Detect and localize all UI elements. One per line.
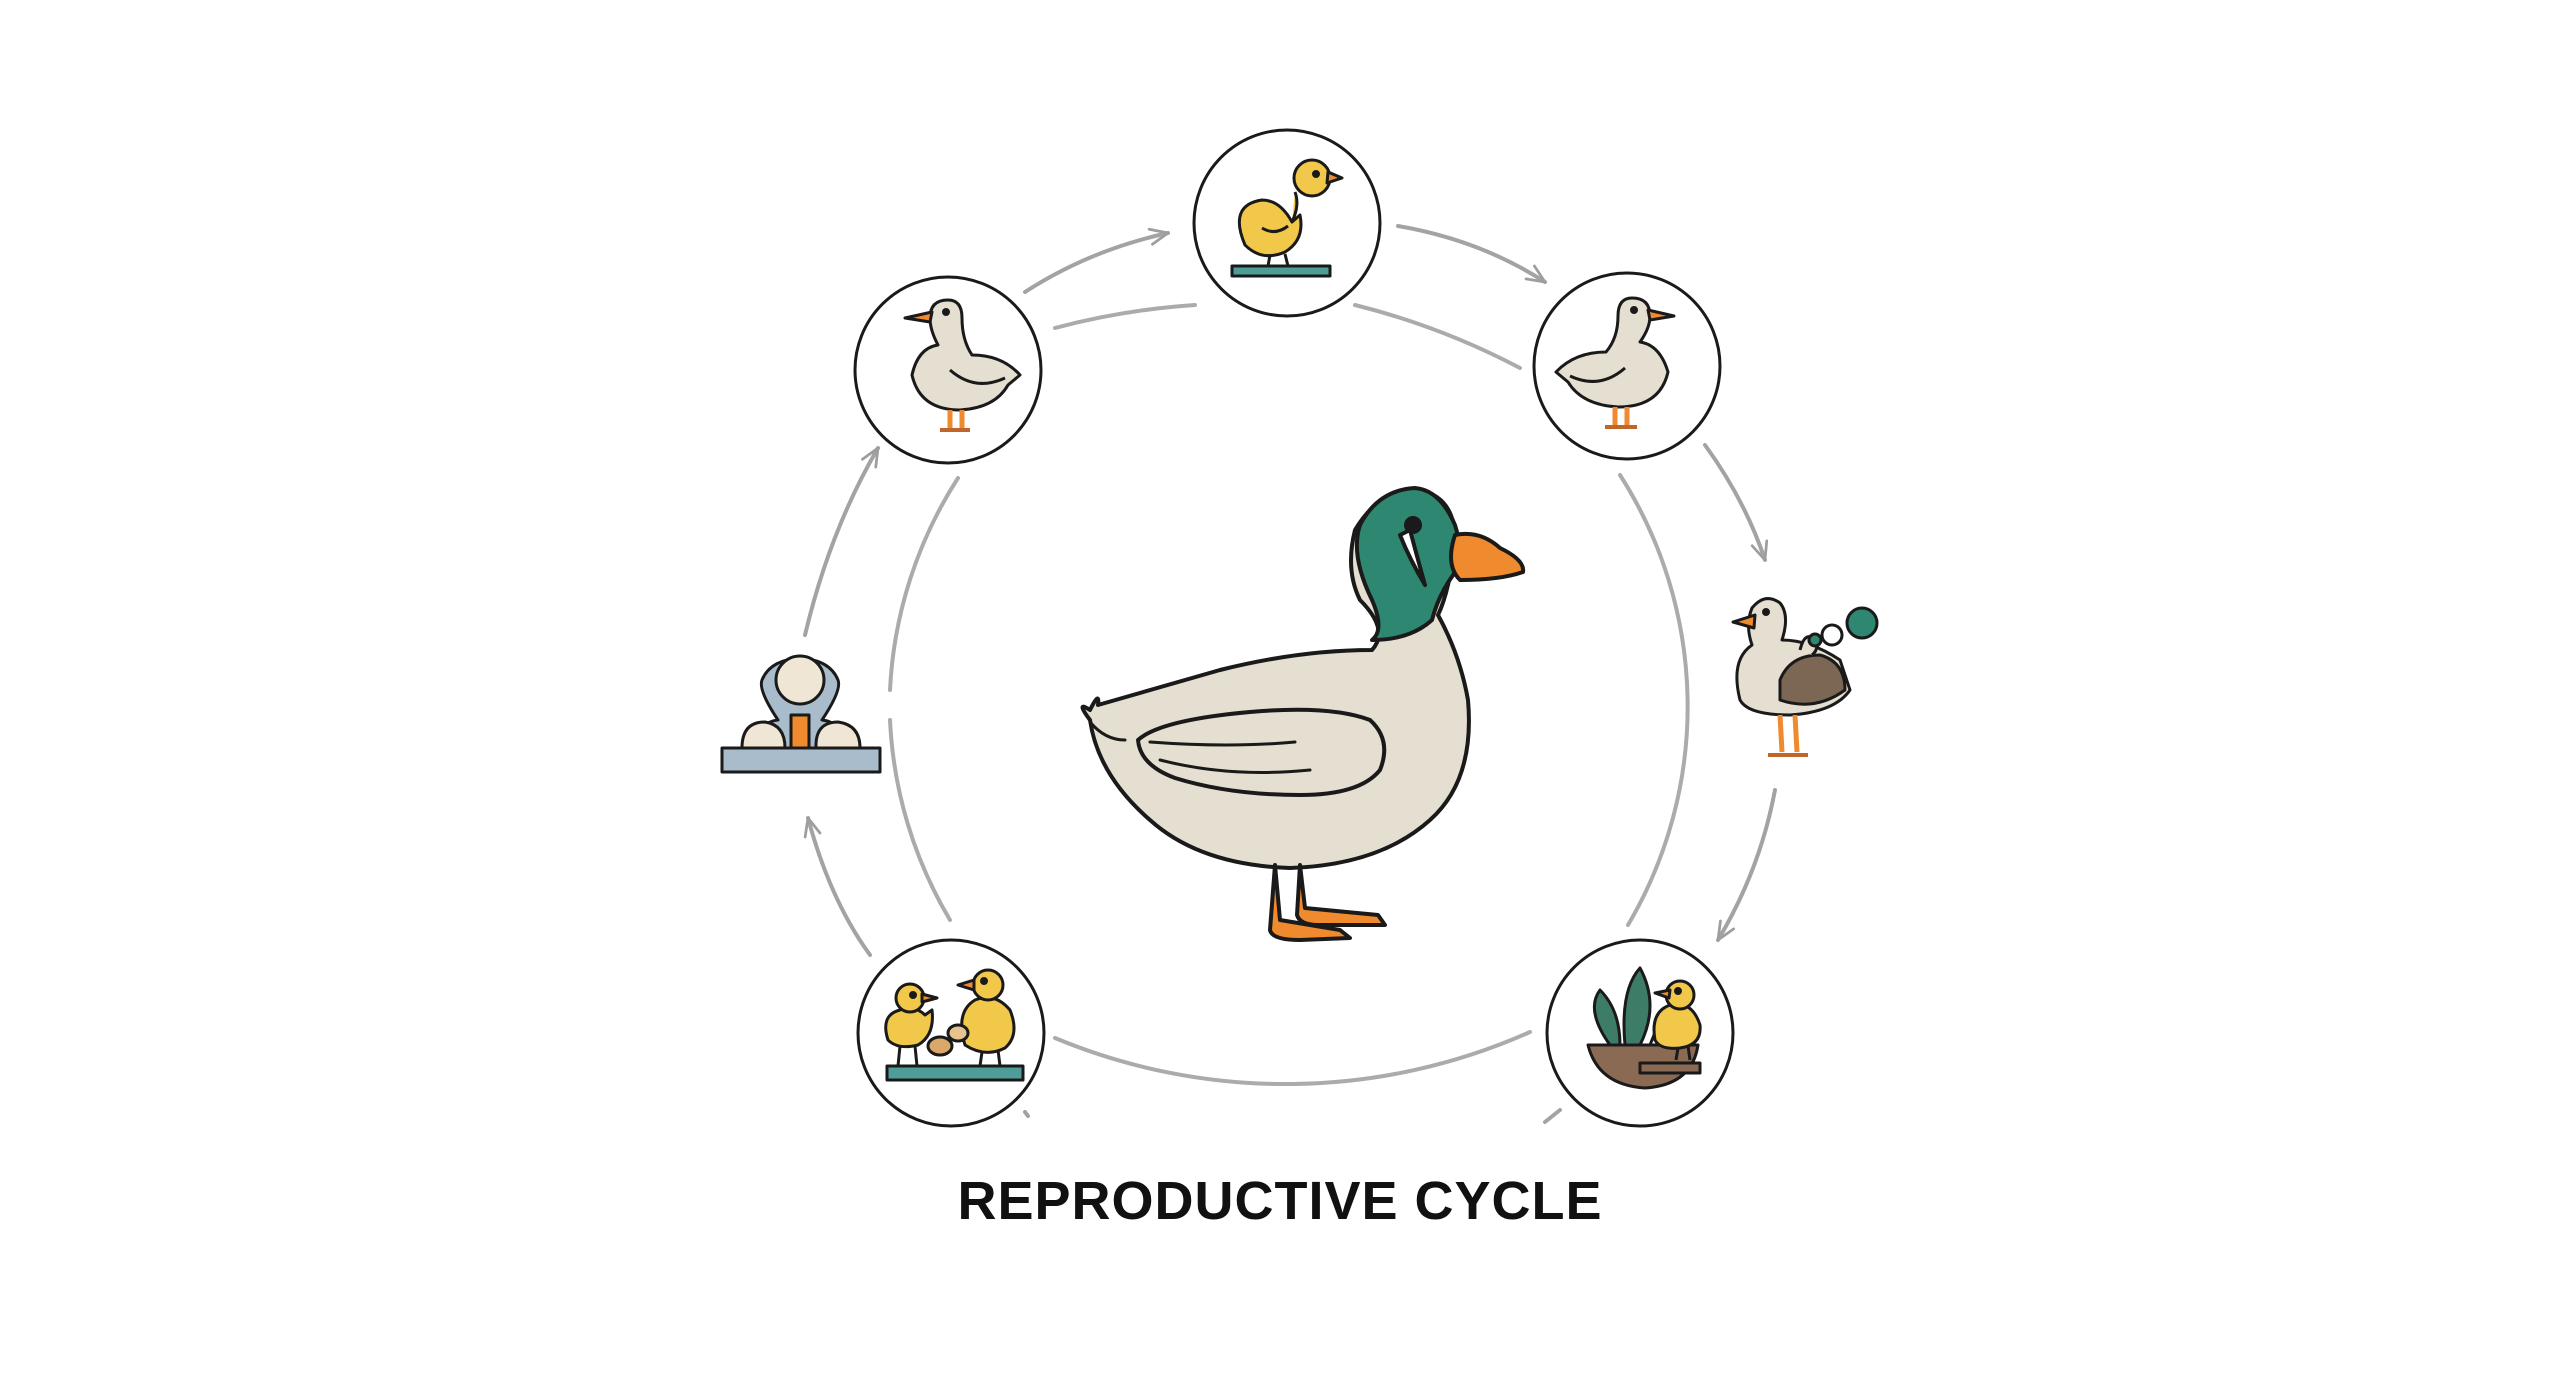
- inner-arc-3: [1618, 473, 1690, 927]
- diagram-title: REPRODUCTIVE CYCLE: [957, 1171, 1603, 1231]
- duckling-on-ground-icon: [1230, 158, 1344, 278]
- inner-arc-6: [888, 476, 960, 692]
- inner-arc-1: [1053, 303, 1197, 330]
- mallard-duck-icon: [1080, 486, 1526, 942]
- duckling-with-nest-plants-icon: [1586, 966, 1702, 1090]
- cycle-tick: [1023, 1110, 1030, 1118]
- mallard-legs: [1268, 863, 1387, 942]
- mallard-head: [1354, 486, 1467, 642]
- outer-cycle-arrows: [803, 224, 1777, 1124]
- mallard-wing: [1136, 707, 1387, 797]
- inner-cycle-ring: [888, 303, 1690, 1087]
- inner-arc-4: [1053, 1030, 1532, 1087]
- egg-clutch-icon: [720, 654, 882, 774]
- inner-arc-2: [1353, 303, 1522, 370]
- cycle-arrow-2: [1396, 224, 1547, 284]
- mallard-beak: [1449, 531, 1526, 582]
- cycle-arrow-4: [1716, 788, 1777, 942]
- courting-pair-icon: [1731, 597, 1879, 757]
- cycle-arrow-1: [1023, 227, 1170, 294]
- cycle-arrow-5: [1543, 1108, 1562, 1124]
- hatching-ducklings-icon: [884, 968, 1025, 1082]
- mallard-eye: [1404, 516, 1422, 534]
- adult-duck-icon: [1554, 296, 1676, 429]
- inner-arc-5: [888, 718, 952, 922]
- cycle-arrow-7: [803, 446, 880, 637]
- mallard-collar: [1398, 528, 1427, 587]
- cycle-arrow-6: [803, 816, 872, 957]
- adult-duck-icon: [903, 298, 1022, 432]
- cycle-arrow-3: [1703, 443, 1769, 562]
